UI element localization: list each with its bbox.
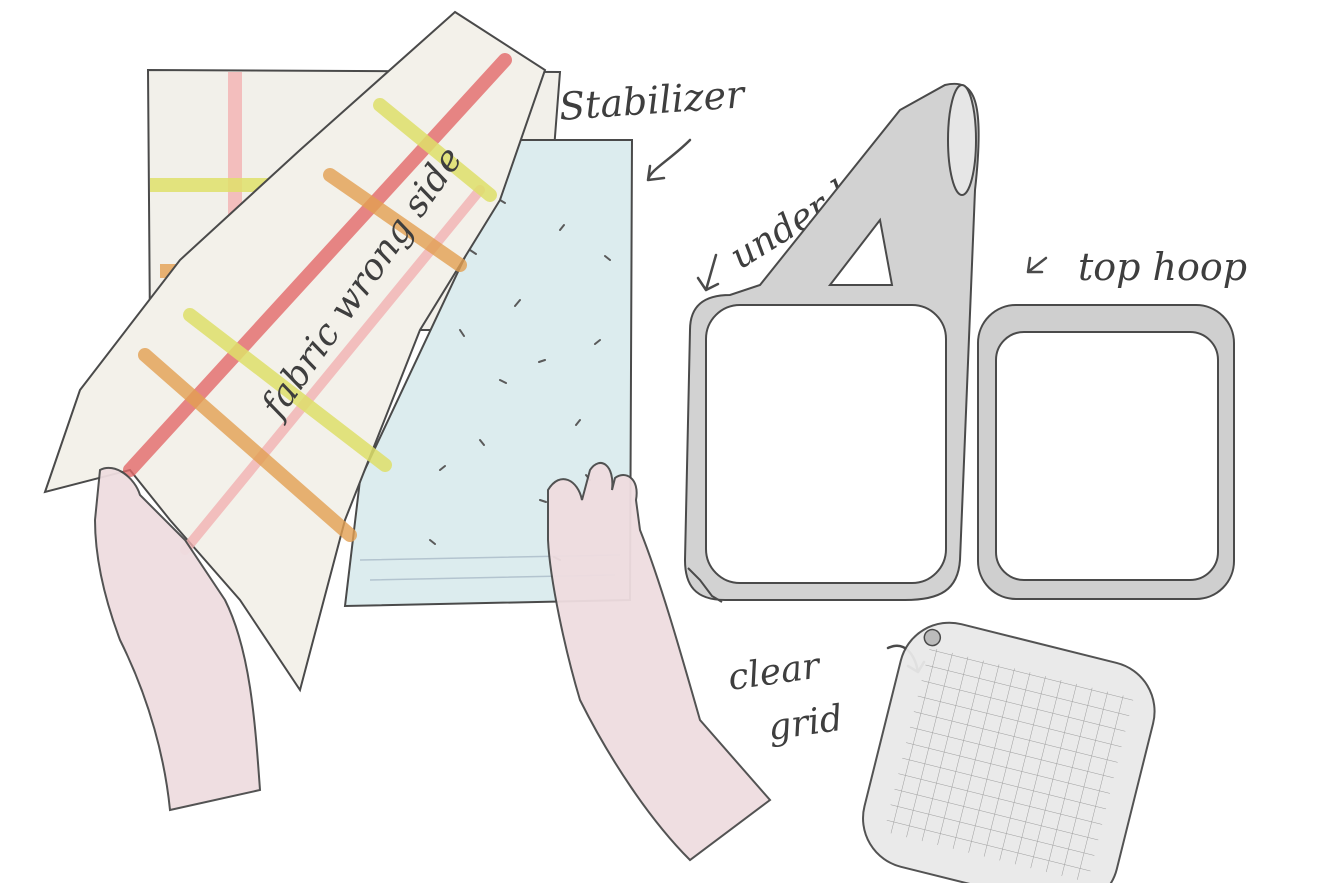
clear-grid-label-line2: grid	[766, 698, 846, 749]
top-hoop-label: top hoop	[1078, 245, 1247, 289]
stabilizer-label: Stabilizer	[558, 72, 749, 129]
top-hoop-arrow-icon	[1028, 258, 1046, 272]
stabilizer-arrow-icon	[648, 140, 690, 180]
clear-grid-template	[852, 612, 1165, 883]
under-hoop	[685, 84, 979, 602]
top-hoop	[978, 305, 1234, 599]
clear-grid-label-line1: clear	[726, 645, 824, 699]
under-hoop-arrow-icon	[698, 255, 718, 290]
